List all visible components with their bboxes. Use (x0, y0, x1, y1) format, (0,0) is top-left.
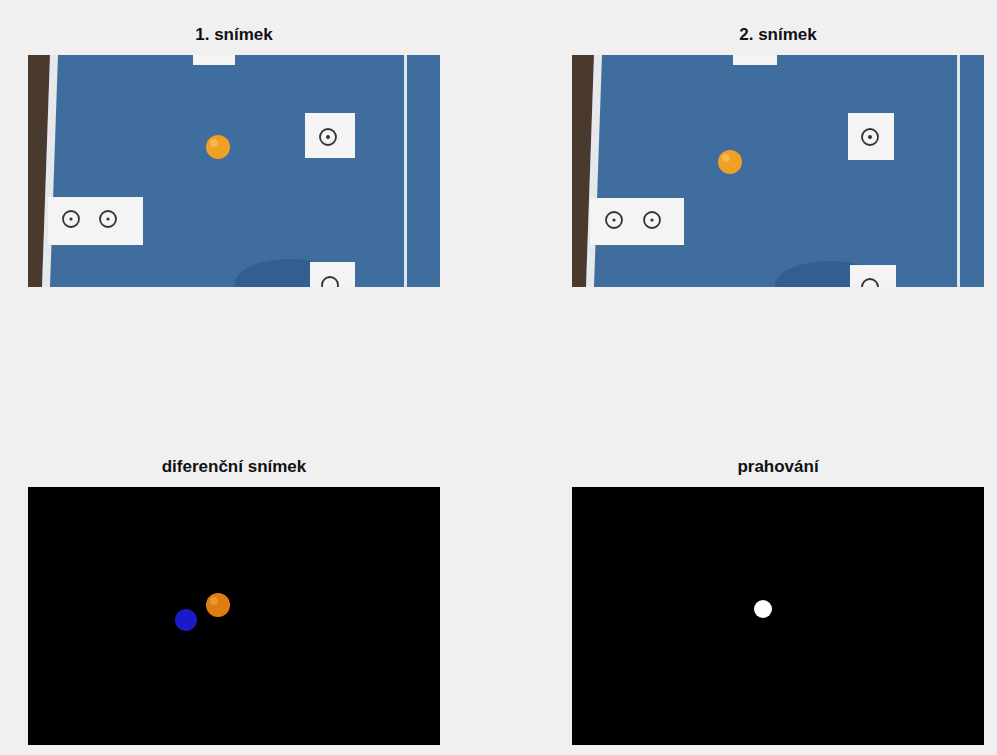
black-ground (28, 487, 440, 745)
white-blob (754, 600, 772, 618)
marker-paper (848, 113, 894, 160)
image-panel: 1. snímek (28, 24, 440, 287)
image-panel: 2. snímek (572, 24, 984, 287)
image-panel: diferenční snímek (28, 456, 440, 745)
marker-symbol (106, 217, 109, 220)
marker-paper (193, 55, 235, 65)
marker-symbol (100, 211, 116, 227)
frame-photo (28, 55, 440, 287)
marker-symbol (326, 135, 330, 139)
difference-image (28, 487, 440, 745)
panel-title: 2. snímek (572, 24, 984, 46)
marker-symbol (63, 211, 79, 227)
ball (718, 150, 742, 174)
marker-symbol (69, 217, 72, 220)
ball-highlight (722, 154, 730, 162)
marker-paper (733, 55, 777, 65)
panel-title: diferenční snímek (28, 456, 440, 478)
marker-paper (850, 265, 896, 287)
black-ground (572, 487, 984, 745)
white-line (42, 55, 58, 287)
marker-symbol (606, 212, 622, 228)
marker-paper (48, 197, 143, 245)
table-surface (28, 55, 440, 287)
marker-symbol (320, 129, 336, 145)
white-line (586, 55, 602, 287)
marker-paper (310, 262, 355, 287)
threshold-image (572, 487, 984, 745)
table-surface (572, 55, 984, 287)
marker-symbol (862, 279, 878, 287)
white-line (404, 55, 407, 287)
ball-highlight (210, 139, 218, 147)
image-panel: prahování (572, 456, 984, 745)
marker-symbol (650, 218, 653, 221)
panel-title: 1. snímek (28, 24, 440, 46)
marker-symbol (322, 277, 338, 287)
orange-blob (206, 593, 230, 617)
blob-highlight (210, 597, 218, 605)
marker-paper (590, 198, 684, 245)
marker-paper (305, 113, 355, 158)
marker-symbol (612, 218, 615, 221)
marker-symbol (868, 135, 872, 139)
ball (206, 135, 230, 159)
frame-photo (572, 55, 984, 287)
panel-title: prahování (572, 456, 984, 478)
marker-symbol (644, 212, 660, 228)
marker-symbol (862, 129, 878, 145)
white-line (957, 55, 960, 287)
blue-blob (175, 609, 197, 631)
